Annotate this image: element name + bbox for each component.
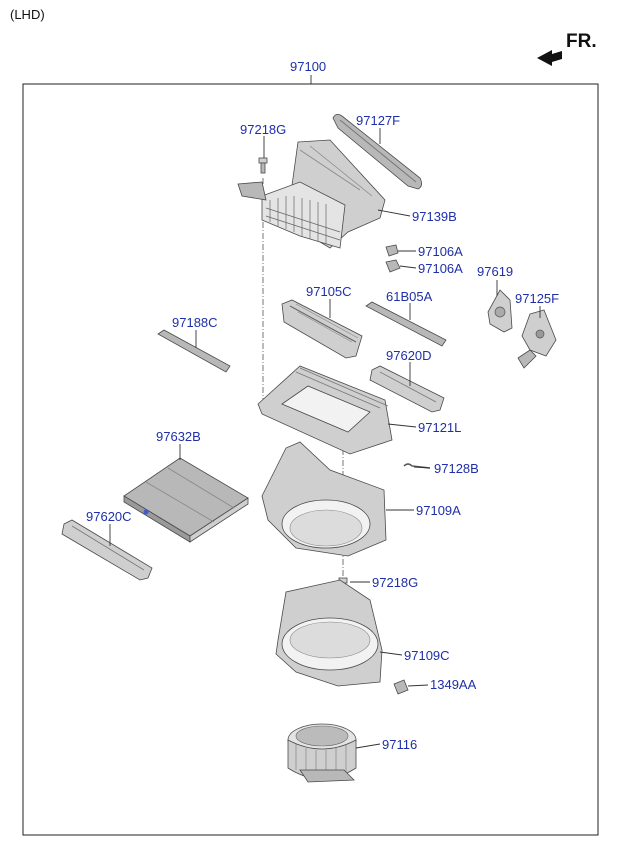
label-97116[interactable]: 97116	[382, 737, 417, 752]
label-97620C[interactable]: 97620C	[86, 509, 132, 524]
part-97139B-upper-case	[237, 139, 386, 249]
label-97218G[interactable]: 97218G	[372, 575, 418, 590]
label-97109A[interactable]: 97109A	[416, 503, 461, 518]
label-97109C[interactable]: 97109C	[404, 648, 450, 663]
direction-label: FR.	[566, 31, 597, 52]
label-97121L[interactable]: 97121L	[418, 420, 461, 435]
part-97218G-screw-top	[258, 157, 268, 174]
part-97109A-blower-case-upper	[261, 441, 387, 557]
part-97128B-clip	[403, 463, 431, 469]
part-97116-blower-motor	[287, 723, 357, 783]
part-97619-actuator	[487, 289, 513, 333]
part-97121L-frame	[257, 365, 393, 455]
assembly-number[interactable]: 97100	[290, 59, 326, 74]
label-97128B[interactable]: 97128B	[434, 461, 479, 476]
label-97188C[interactable]: 97188C	[172, 315, 218, 330]
label-97632B[interactable]: 97632B	[156, 429, 201, 444]
part-1349AA-resistor	[393, 679, 409, 695]
part-97106A-clip-1	[385, 244, 399, 257]
label-1349AA[interactable]: 1349AA	[430, 677, 477, 692]
part-97125F-actuator	[517, 309, 557, 369]
part-97105C-door	[281, 299, 363, 359]
label-97125F[interactable]: 97125F	[515, 291, 559, 306]
part-97188C-strip	[157, 329, 231, 373]
part-97632B-cabin-filter	[123, 457, 249, 543]
label-97139B[interactable]: 97139B	[412, 209, 457, 224]
label-97127F[interactable]: 97127F	[356, 113, 400, 128]
label-97105C[interactable]: 97105C	[306, 284, 352, 299]
part-97620D-filter-cover	[369, 365, 445, 413]
variant-label: (LHD)	[10, 7, 45, 22]
leader-lines	[109, 128, 541, 749]
front-arrow-icon	[537, 50, 562, 66]
label-97619[interactable]: 97619	[477, 264, 513, 279]
part-97106A-clip-2	[385, 259, 401, 273]
part-97620C-filter-cover	[61, 519, 153, 581]
label-61B05A[interactable]: 61B05A	[386, 289, 433, 304]
part-97127F-seal	[332, 114, 422, 190]
label-97218G[interactable]: 97218G	[240, 122, 286, 137]
part-61B05A-strip	[365, 301, 447, 347]
assembly-frame	[22, 83, 599, 836]
label-97106A[interactable]: 97106A	[418, 244, 463, 259]
label-97620D[interactable]: 97620D	[386, 348, 432, 363]
label-97106A[interactable]: 97106A	[418, 261, 463, 276]
part-97109C-blower-case-lower	[275, 579, 383, 687]
